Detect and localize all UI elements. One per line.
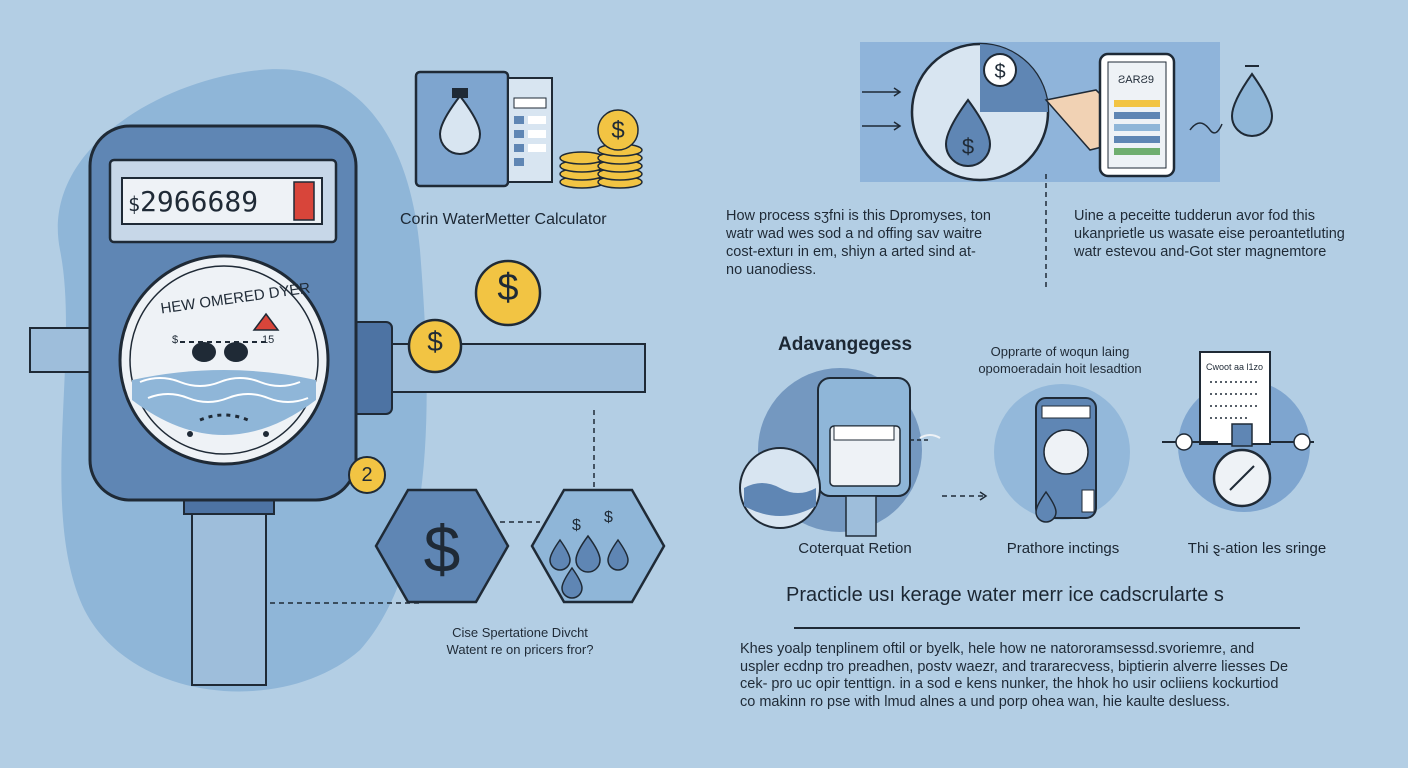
advantage-caption-1: Coterquat Retion [798, 540, 912, 557]
svg-text:$: $ [611, 117, 624, 144]
step-number-badge: 2 [348, 456, 386, 494]
practical-divider [794, 627, 1300, 629]
bottom-left-caption: Cise Spertatione Divcht Watent re on pri… [446, 625, 594, 657]
dial-right-mark: 15 [262, 334, 275, 346]
top-left-paragraph: How process sʒfni is this Dpromyses, ton… [726, 208, 991, 278]
advantage-gauge-illustration [919, 384, 1130, 523]
svg-text:$: $ [424, 512, 461, 586]
svg-text:$: $ [572, 517, 581, 534]
practical-body: Khes yoalp tenplinem oftil or byelk, hel… [740, 641, 1289, 710]
practical-heading: Practicle usı kerage water merr ice cads… [786, 584, 1224, 606]
dial-left-mark: $ [172, 334, 179, 346]
advantage-meter-illustration [739, 368, 930, 537]
phone-display-text: ƧARƧ9 [1117, 74, 1155, 86]
advantages-subheading: Opprarte of woqun laing opomoeradain hoi… [978, 344, 1142, 376]
advantage-caption-3: Thi ȿ-ation les sringe [1187, 540, 1327, 557]
advantage-document-illustration [1162, 351, 1314, 512]
payment-illustration: $ $ [862, 42, 1274, 288]
dollar-hexagon-icon: $ [374, 488, 510, 604]
top-right-paragraph: Uine a peceitte tudderun avor fod this u… [1074, 208, 1345, 260]
meter-reading-digits: 2966689 [140, 185, 259, 218]
step-number-label: 2 [361, 464, 373, 486]
advantages-heading: Adavangegess [778, 334, 913, 355]
calculator-caption: Corin WaterMetter Calculator [400, 211, 607, 228]
advantage-document-title: Cwoot aa l1zo [1206, 362, 1264, 372]
svg-text:$: $ [604, 509, 613, 526]
meter-currency-prefix: $ [128, 192, 141, 216]
svg-text:$: $ [962, 134, 974, 159]
advantage-caption-2: Prathore inctings [1006, 540, 1120, 557]
meter-display-reading: $2966689 [128, 186, 292, 218]
svg-text:$: $ [994, 61, 1005, 83]
water-meter-illustration [29, 124, 646, 686]
water-drops-hexagon-icon: $ $ [530, 488, 666, 604]
coin-dollar-icon-small: $ [427, 326, 443, 357]
coin-dollar-icon: $ [497, 267, 519, 309]
calculator-illustration: $ [414, 70, 643, 189]
